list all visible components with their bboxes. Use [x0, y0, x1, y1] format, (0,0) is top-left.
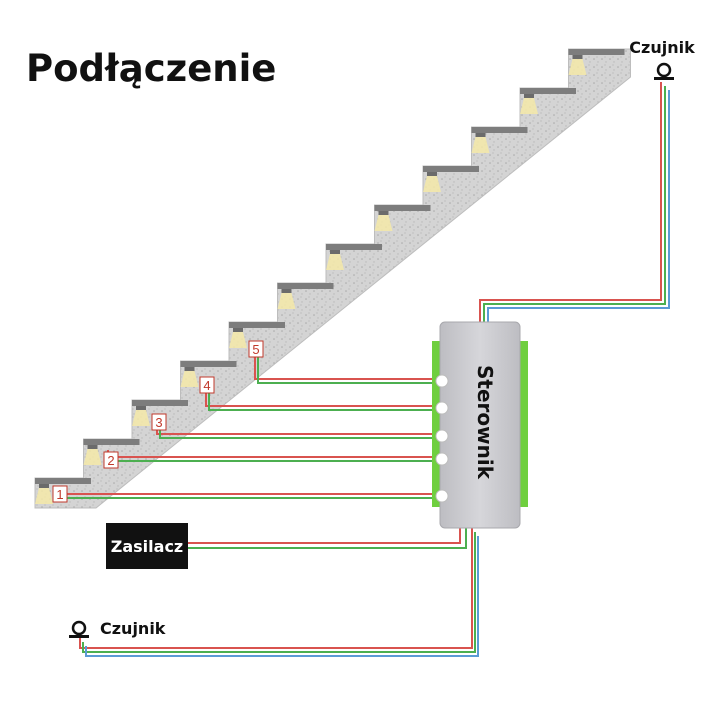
stair-tread — [471, 127, 528, 133]
step-light-icon — [83, 445, 102, 465]
stair-tread — [35, 478, 91, 484]
sensor-icon — [654, 62, 674, 80]
controller-body — [439, 321, 521, 529]
wire-sensor-top-blue — [487, 90, 670, 330]
wire-step-5-red — [254, 348, 440, 380]
step-light-icon — [229, 328, 247, 348]
sensor-icon — [69, 620, 89, 638]
sensor-top-label: Czujnik — [629, 38, 695, 57]
step-number-label: 5 — [252, 342, 259, 357]
stair-tread — [326, 244, 382, 250]
wire-power-green — [188, 528, 467, 549]
stair-tread — [83, 439, 140, 445]
step-number-5: 5 — [248, 340, 264, 358]
stair-tread — [180, 361, 237, 367]
stair-tread — [374, 205, 431, 211]
wire-power-red — [188, 528, 461, 544]
controller-rail-right — [520, 341, 528, 507]
step-light-icon — [132, 406, 150, 426]
controller-port — [435, 429, 449, 443]
controller-ports — [435, 374, 449, 503]
staircase — [34, 48, 631, 509]
step-number-label: 3 — [155, 415, 162, 430]
controller: Sterownik — [432, 321, 528, 529]
step-number-label: 1 — [56, 487, 63, 502]
controller-rail-left — [432, 341, 440, 507]
wiring — [58, 82, 670, 657]
wire-sensor-bottom-blue — [85, 536, 479, 657]
controller-port — [435, 374, 449, 388]
wire-step-3-green — [159, 422, 443, 439]
page-title: Podłączenie — [26, 47, 276, 90]
step-number-4: 4 — [199, 376, 215, 394]
step-light-icon — [277, 289, 296, 309]
controller-port — [435, 452, 449, 466]
wire-sensor-top-red — [479, 82, 662, 322]
power-supply-box — [106, 523, 188, 569]
sensor-bottom-label: Czujnik — [100, 619, 166, 638]
stair-tread — [520, 88, 576, 94]
controller-label: Sterownik — [473, 365, 497, 480]
stair-tread — [132, 400, 188, 406]
stair-tread — [568, 49, 625, 55]
controller-port — [435, 489, 449, 503]
step-light-icon — [568, 55, 587, 75]
step-numbers: 1 2 3 4 5 — [52, 340, 264, 503]
step-light-icon — [35, 484, 53, 504]
wire-sensor-bottom-green — [82, 532, 476, 653]
stair-tread — [277, 283, 334, 289]
wire-step-5-green — [257, 352, 443, 384]
step-light-icon — [520, 94, 538, 114]
step-number-label: 2 — [107, 453, 114, 468]
wire-sensor-bottom-red — [79, 528, 473, 649]
power-supply-label: Zasilacz — [111, 537, 183, 556]
stair-tread — [423, 166, 479, 172]
step-light-icon — [180, 367, 199, 387]
step-number-label: 4 — [203, 378, 210, 393]
step-light-icon — [326, 250, 344, 270]
step-light-icon — [471, 133, 490, 153]
stair-tread — [229, 322, 285, 328]
sensor-top: Czujnik — [629, 38, 695, 80]
step-number-1: 1 — [52, 485, 68, 503]
step-light-icon — [423, 172, 441, 192]
power-supply: Zasilacz — [106, 523, 188, 569]
sensor-bottom: Czujnik — [69, 619, 166, 638]
step-number-3: 3 — [151, 413, 167, 431]
step-light-icon — [374, 211, 393, 231]
controller-port — [435, 401, 449, 415]
wire-sensor-top-green — [483, 86, 666, 326]
step-number-2: 2 — [103, 451, 119, 469]
